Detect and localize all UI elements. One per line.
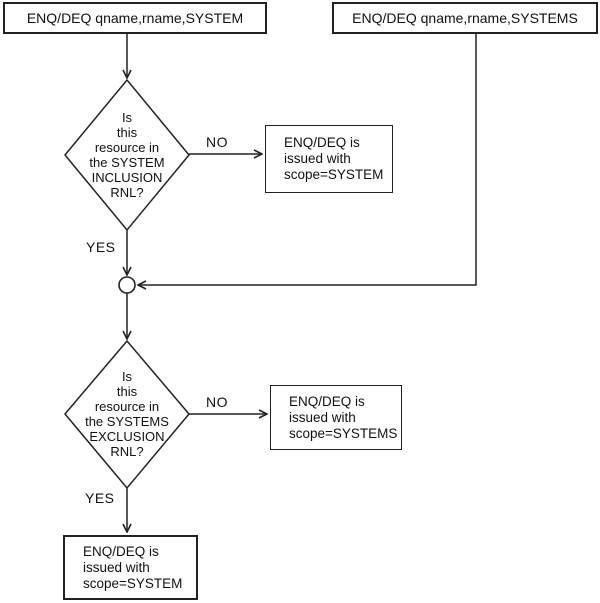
entry-box-systems-label: ENQ/DEQ qname,rname,SYSTEMS (352, 10, 578, 26)
decision1-question: Is this resource in the SYSTEM INCLUSION… (89, 110, 165, 200)
entry-box-system: ENQ/DEQ qname,rname,SYSTEM (3, 2, 267, 34)
result-box-scope-systems-label: ENQ/DEQ is issued with scope=SYSTEMS (289, 393, 398, 441)
arrow-entry-right-to-junction (138, 34, 477, 285)
decision2-question: Is this resource in the SYSTEMS EXCLUSIO… (85, 369, 169, 459)
junction-circle-icon (118, 276, 136, 294)
result-box-scope-system-2: ENQ/DEQ is issued with scope=SYSTEM (63, 535, 198, 600)
decision2-diamond (64, 339, 190, 490)
decision2-no-label: NO (206, 394, 228, 410)
entry-box-systems: ENQ/DEQ qname,rname,SYSTEMS (332, 2, 598, 34)
decision1-no-label: NO (206, 134, 228, 150)
result-box-scope-system-2-label: ENQ/DEQ is issued with scope=SYSTEM (83, 543, 183, 591)
entry-box-system-label: ENQ/DEQ qname,rname,SYSTEM (26, 10, 244, 26)
result-box-scope-system-1: ENQ/DEQ is issued with scope=SYSTEM (265, 125, 393, 193)
decision1-diamond (64, 78, 190, 232)
result-box-scope-systems: ENQ/DEQ is issued with scope=SYSTEMS (270, 385, 402, 450)
decision2-yes-label: YES (85, 490, 115, 506)
decision1-yes-label: YES (86, 239, 116, 255)
result-box-scope-system-1-label: ENQ/DEQ is issued with scope=SYSTEM (284, 135, 384, 182)
